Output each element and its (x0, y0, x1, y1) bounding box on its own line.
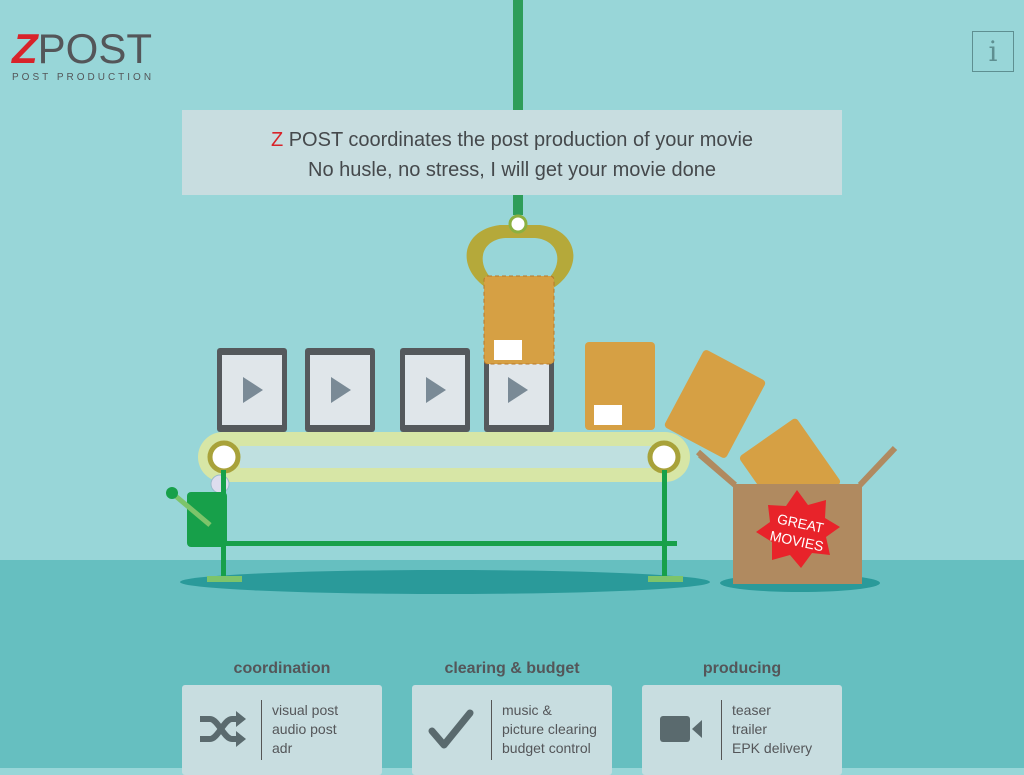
banner-line-2: No husle, no stress, I will get your mov… (308, 159, 716, 181)
card-line: adr (272, 740, 293, 756)
card-title-producing: producing (702, 660, 782, 677)
card-line: budget control (502, 740, 591, 756)
logo-post: POST (37, 25, 153, 72)
crane-claw (466, 225, 574, 290)
card-line: teaser (732, 702, 771, 718)
play-icon (243, 377, 263, 403)
play-icon (426, 377, 446, 403)
play-icon (508, 377, 528, 403)
barcode (494, 340, 522, 360)
checkmark-icon (428, 709, 474, 749)
card-line: music & (502, 702, 552, 718)
banner-z: Z (270, 129, 284, 151)
card-coordination[interactable]: visual post audio post adr (182, 685, 382, 775)
intro-banner: Z POST coordinates the post production o… (182, 110, 842, 195)
video-frames (217, 348, 554, 432)
claw-hinge (508, 214, 528, 234)
card-line: trailer (732, 721, 768, 737)
divider (261, 700, 262, 760)
crane-cable (513, 0, 523, 215)
card-clearing-budget[interactable]: music & picture clearing budget control (412, 685, 612, 775)
logo-subtitle: POST PRODUCTION (12, 72, 155, 83)
video-camera-icon (660, 716, 702, 742)
card-line: audio post (272, 721, 337, 737)
barcode (594, 405, 622, 425)
card-line: visual post (272, 702, 339, 718)
card-title-clearing-budget: clearing & budget (444, 660, 580, 677)
info-button[interactable]: i (972, 31, 1014, 72)
lever-knob (166, 487, 178, 499)
logo[interactable]: ZPOST POST PRODUCTION (12, 28, 155, 84)
play-icon (331, 377, 351, 403)
shuffle-icon (200, 711, 246, 747)
divider (491, 700, 492, 760)
divider (721, 700, 722, 760)
conveyor-shadow (180, 570, 710, 594)
logo-z: Z (12, 25, 38, 72)
card-title-coordination: coordination (233, 660, 331, 677)
card-line: EPK delivery (732, 740, 813, 756)
banner-line-1: POST coordinates the post production of … (283, 129, 754, 151)
great-movies-badge (756, 490, 840, 568)
package-box (664, 350, 766, 458)
card-line: picture clearing (502, 721, 597, 737)
